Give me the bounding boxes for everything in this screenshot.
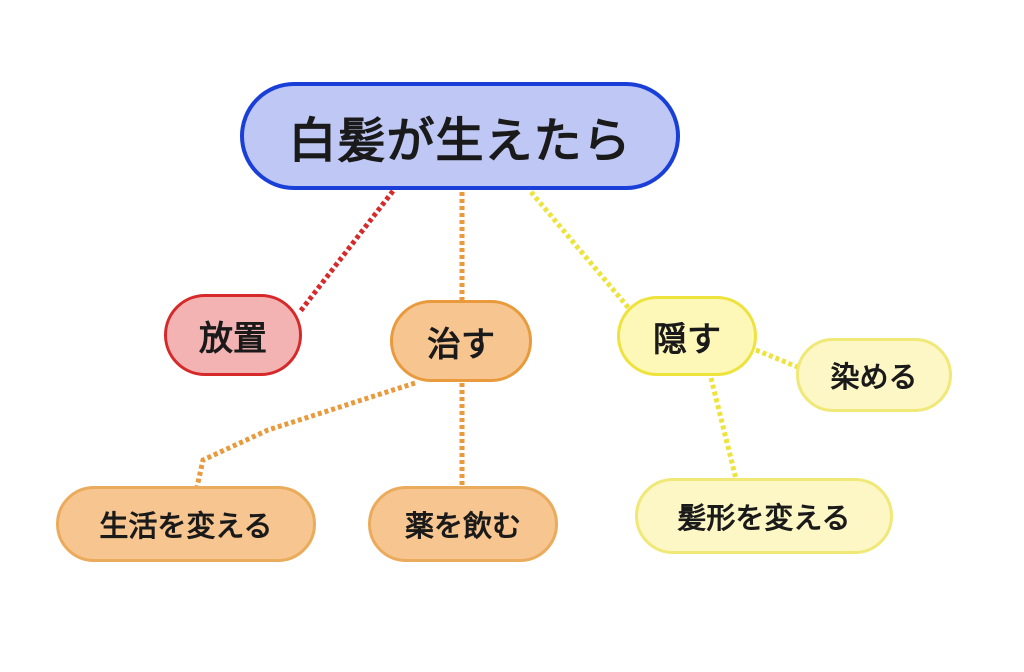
leaf-node-medicine[interactable]: 薬を飲む [368, 486, 558, 562]
connector-root-hide [529, 190, 634, 314]
leaf-node-lifestyle[interactable]: 生活を変える [56, 486, 316, 562]
leaf-node-dye[interactable]: 染める [796, 338, 952, 412]
connector-root-leave [297, 189, 395, 315]
connector-cure-life [194, 380, 416, 488]
root-node[interactable]: 白髪が生えたら [240, 82, 680, 190]
leaf-node-hairstyle[interactable]: 髪形を変える [635, 478, 893, 554]
connector-hide-style [708, 377, 739, 480]
branch-node-leave[interactable]: 放置 [164, 294, 302, 376]
branch-node-cure[interactable]: 治す [390, 300, 532, 382]
connector-hide-dye [755, 347, 801, 371]
branch-node-hide[interactable]: 隠す [617, 296, 757, 376]
